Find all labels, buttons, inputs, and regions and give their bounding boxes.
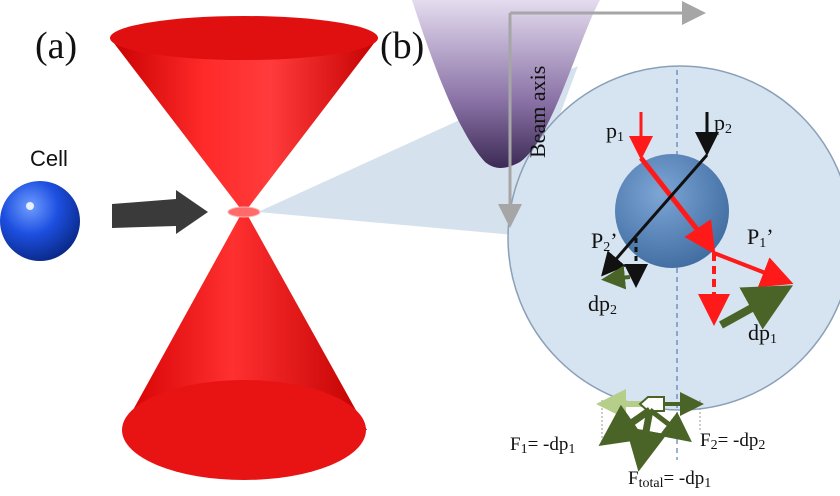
upper-cone [110,38,378,208]
cell-sphere [0,181,80,261]
cell-motion-arrow [112,190,208,234]
p2-out-label: P2’ [591,228,618,255]
beam-waist [227,206,261,218]
panel-a-label: (a) [35,25,77,67]
dp1-arrow [719,285,794,330]
ftotal-equation: Ftotal= -dp1 [628,468,711,491]
cell-highlight [26,202,34,210]
dp2-label: dp2 [588,291,617,318]
laser-beam-cones [110,16,378,480]
upper-cone-rim [110,16,378,60]
cell-label: Cell [30,146,68,171]
force-diagram [596,389,704,472]
lower-cone-base [122,380,366,480]
beam-axis-label: Beam axis [525,66,550,158]
f2-equation: F2= -dp2 [700,430,765,453]
trapped-particle [615,154,729,268]
ray-1 [629,112,794,326]
dp1-label: dp1 [748,320,777,347]
p1-label: p1 [606,118,624,145]
f1-equation: F1= -dp1 [510,434,575,457]
p2-label: p2 [714,110,732,137]
beam-axis-frame [498,1,706,228]
ray-2 [601,112,719,288]
lower-cone [122,216,367,430]
beam-profile [412,0,600,168]
panel-b-label: (b) [380,25,424,67]
dp2-arrow [601,265,631,290]
p1-out-label: P1’ [747,224,774,251]
